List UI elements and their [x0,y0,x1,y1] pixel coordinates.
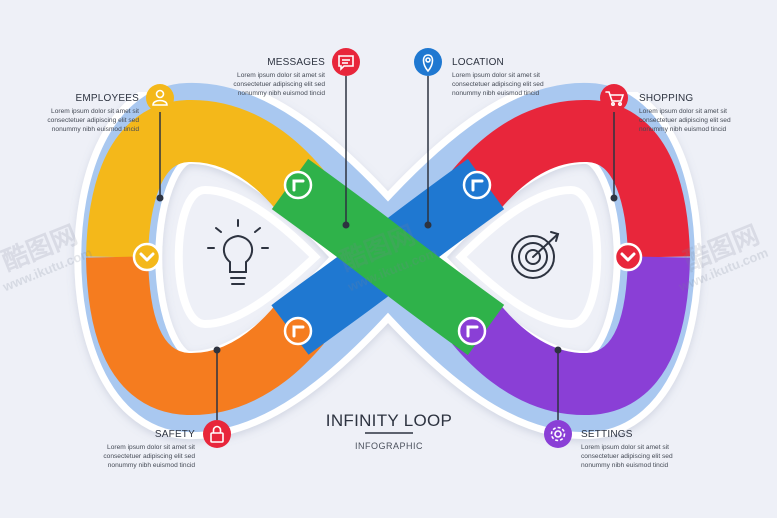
segment-settings [452,256,690,416]
segment-messages [271,158,505,356]
user-icon [152,89,168,106]
shopping-description: Lorem ipsum dolor sit amet sit consectet… [639,108,731,134]
badge-shopping [600,84,628,112]
badge-messages [332,48,360,76]
marker-green [283,170,313,200]
lightbulb-icon [207,219,269,285]
page-subtitle: INFOGRAPHIC [354,441,423,451]
settings-block: SETTINGS Lorem ipsum dolor sit amet sit … [581,429,701,471]
callout-dots [156,194,618,354]
messages-description: Lorem ipsum dolor sit amet sit consectet… [233,72,325,98]
safety-description: Lorem ipsum dolor sit amet sit consectet… [103,444,195,470]
segment-markers [132,170,643,346]
safety-label: SAFETY [154,429,195,440]
lock-icon [210,425,224,443]
settings-label: SETTINGS [581,429,633,440]
shopping-label: SHOPPING [639,93,694,104]
location-label: LOCATION [452,57,504,68]
chevron-down-icon [620,252,636,262]
marker-purple [457,316,487,346]
corner-arrow-icon [466,325,479,338]
corner-arrow-icon [292,179,305,192]
segment-shopping [452,99,690,258]
badge-employees [146,84,174,112]
location-description: Lorem ipsum dolor sit amet sit consectet… [452,72,544,98]
location-pin-icon [422,54,434,73]
left-lobe [86,99,324,416]
marker-yellow [132,242,162,272]
message-icon [338,55,354,71]
corner-arrow-icon [471,179,484,192]
chevron-down-icon [139,252,155,262]
segment-employees [86,99,324,258]
messages-label: MESSAGES [267,57,325,68]
segment-safety [86,256,324,416]
marker-orange [283,316,313,346]
messages-block: MESSAGES Lorem ipsum dolor sit amet sit … [215,57,325,99]
marker-red [613,242,643,272]
location-block: LOCATION Lorem ipsum dolor sit amet sit … [452,57,572,99]
gear-icon [550,426,566,442]
badge-location [414,48,442,76]
safety-block: SAFETY Lorem ipsum dolor sit amet sit co… [85,429,195,471]
shopping-cart-icon [605,91,625,107]
loop-holes [174,185,602,329]
employees-block: EMPLOYEES Lorem ipsum dolor sit amet sit… [30,93,139,135]
employees-description: Lorem ipsum dolor sit amet sit consectet… [47,108,139,134]
callout-lines [159,76,615,420]
page-title: INFINITY LOOP [325,411,453,430]
employees-label: EMPLOYEES [75,93,139,104]
shopping-block: SHOPPING Lorem ipsum dolor sit amet sit … [639,93,759,135]
right-lobe [452,99,690,416]
badge-settings [544,420,572,448]
badge-safety [203,420,231,448]
target-icon [511,231,560,279]
marker-blue [462,170,492,200]
corner-arrow-icon [292,325,305,338]
settings-description: Lorem ipsum dolor sit amet sit consectet… [581,444,673,470]
